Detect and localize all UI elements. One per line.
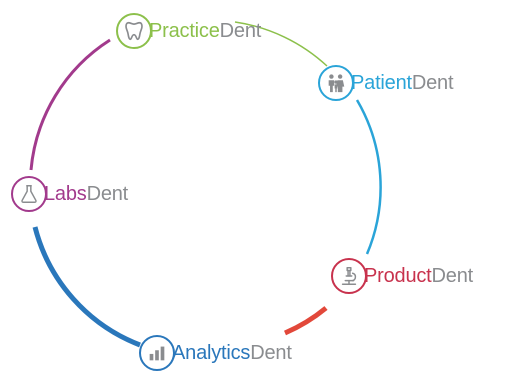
arc-analytics-labs [32,226,141,348]
labs-dent-node[interactable]: LabsDent [11,176,128,212]
practice-suffix: Dent [219,19,262,42]
microscope-icon [341,267,357,285]
analytics-suffix: Dent [250,341,292,364]
tooth-icon [125,21,143,41]
arc-product-analytics [283,306,328,336]
analytics-dent-label: AnalyticsDent [172,342,292,365]
labs-icon-circle [11,176,47,212]
patient-dent-node[interactable]: PatientDent [318,65,454,101]
analytics-dent-node[interactable]: AnalyticsDent [139,335,292,371]
analytics-name: Analytics [172,341,251,364]
practice-name: Practice [149,19,220,42]
bar-chart-icon [149,346,165,361]
arc-patient-product [355,99,382,255]
practice-icon-circle [116,13,152,49]
patient-suffix: Dent [411,71,454,94]
product-suffix: Dent [431,264,474,287]
arc-labs-practice [29,38,111,171]
analytics-icon-circle [139,335,175,371]
product-dent-node[interactable]: ProductDent [331,258,473,294]
product-icon-circle [331,258,367,294]
family-icon [328,74,345,93]
product-dent-label: ProductDent [364,265,473,288]
labs-dent-label: LabsDent [44,183,128,206]
labs-name: Labs [44,182,87,205]
practice-dent-node[interactable]: PracticeDent [116,13,261,49]
patient-dent-label: PatientDent [351,71,454,95]
product-name: Product [364,264,432,287]
practice-dent-label: PracticeDent [149,20,261,43]
labs-suffix: Dent [86,182,129,205]
patient-name: Patient [351,71,412,94]
patient-icon-circle [318,65,354,101]
flask-icon [21,185,37,203]
arc-practice-patient [234,21,328,67]
